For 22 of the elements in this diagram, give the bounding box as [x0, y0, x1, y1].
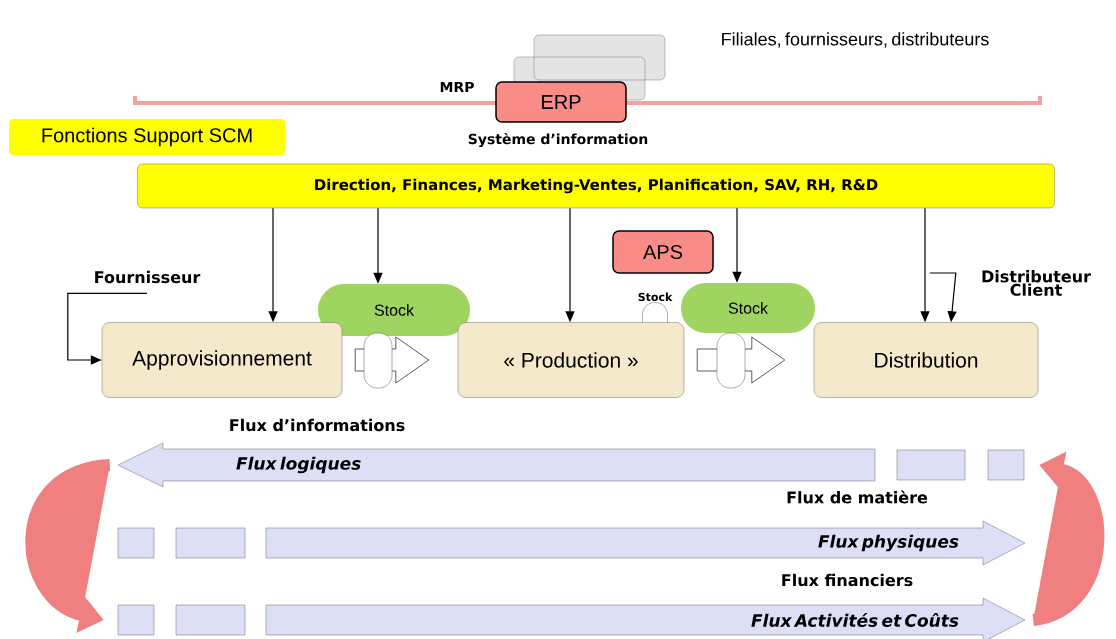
- process-box: « Production »: [457, 322, 685, 398]
- text-label: Flux de matière: [787, 490, 928, 504]
- side-label: Système d’information: [468, 132, 648, 148]
- side-label: MRP: [440, 81, 474, 93]
- arrow: [67, 292, 148, 365]
- flow-band: Flux logiques: [117, 442, 1025, 488]
- text-label: Flux financiers: [782, 573, 913, 587]
- process-box: Distribution: [813, 322, 1039, 398]
- erp-box: ERP: [495, 81, 627, 123]
- stock-pill: Stock: [318, 284, 470, 336]
- text-label: Flux d’informations: [230, 418, 405, 432]
- aps-box: APS: [612, 230, 714, 274]
- flow-band: Flux physiques: [117, 520, 1026, 566]
- actor-label: Distributeur Client: [982, 270, 1091, 296]
- flow-band: Flux Activités et Coûts: [117, 597, 1026, 639]
- stock-pill: Stock: [681, 283, 815, 333]
- text-label: Filiales, fournisseurs, distributeurs: [722, 32, 989, 48]
- highlighted-title: Fonctions Support SCM: [9, 119, 285, 155]
- node-label: Stock: [638, 292, 673, 302]
- actor-label: Fournisseur: [95, 270, 201, 284]
- process-box: Approvisionnement: [101, 322, 343, 398]
- function-bar: Direction, Finances, Marketing-Ventes, Planification, SAV, RH, R&D: [137, 163, 1055, 209]
